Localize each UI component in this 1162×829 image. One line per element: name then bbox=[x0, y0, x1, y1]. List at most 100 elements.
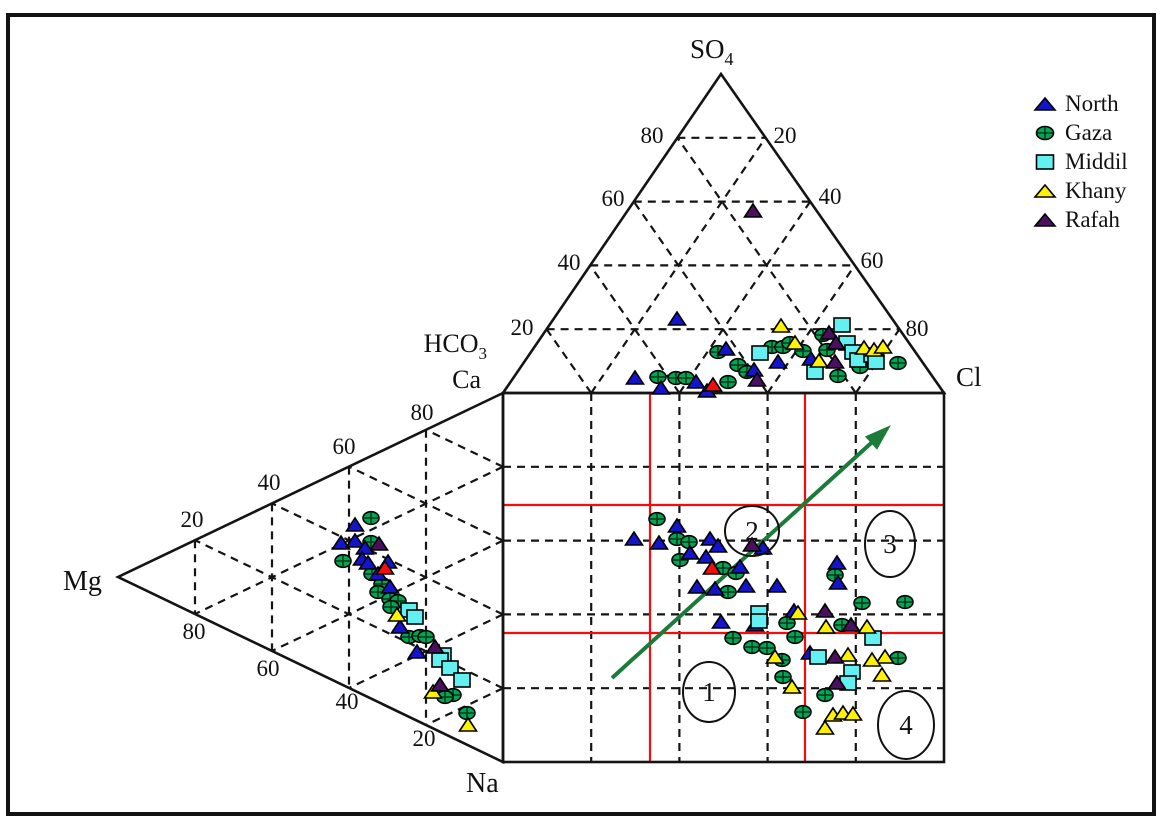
point-khany bbox=[782, 678, 802, 694]
point-rafah bbox=[430, 676, 450, 692]
point-north bbox=[716, 340, 736, 356]
blue-triangle-marker-icon bbox=[1033, 96, 1057, 111]
zone-circle-3 bbox=[864, 510, 916, 578]
legend-label-north: North bbox=[1065, 91, 1119, 116]
point-khany bbox=[816, 618, 836, 634]
point-middil bbox=[833, 317, 851, 333]
point-khany bbox=[785, 334, 805, 350]
point-north bbox=[345, 516, 365, 532]
legend-label-middil: Middil bbox=[1065, 149, 1128, 174]
point-khany bbox=[788, 604, 808, 620]
triangle-marker-shape bbox=[1033, 183, 1057, 198]
point-middil bbox=[867, 354, 885, 370]
point-north bbox=[705, 580, 725, 596]
triangle-marker-shape bbox=[1033, 212, 1057, 227]
square-outline bbox=[501, 391, 946, 764]
tick-label-20: 20 bbox=[511, 315, 534, 340]
grid-line bbox=[194, 465, 504, 615]
point-north bbox=[625, 369, 645, 385]
legend-item-gaza: Gaza bbox=[1032, 118, 1128, 147]
grid-line bbox=[676, 137, 857, 394]
point-khany bbox=[838, 646, 858, 662]
point-rafah bbox=[819, 324, 839, 340]
zone-number-4: 4 bbox=[899, 710, 913, 740]
point-middil bbox=[751, 345, 769, 361]
trend-arrow-head bbox=[864, 425, 891, 450]
axis-label-cl: Cl bbox=[956, 362, 982, 392]
left-ternary-grid bbox=[193, 428, 504, 726]
yellow-triangle-marker-icon bbox=[1033, 183, 1057, 198]
point-rafah bbox=[825, 353, 845, 369]
point-khany bbox=[862, 651, 882, 667]
legend-label-rafah: Rafah bbox=[1065, 207, 1120, 232]
trend-arrow bbox=[610, 425, 891, 680]
point-rafah bbox=[827, 674, 847, 690]
axis-label-so4: SO4 bbox=[690, 34, 734, 69]
tick-label-80: 80 bbox=[641, 123, 664, 148]
point-khany bbox=[843, 705, 863, 721]
point-rafah bbox=[841, 616, 861, 632]
tick-label-60: 60 bbox=[257, 656, 280, 681]
cyan-square-marker-icon bbox=[1035, 154, 1055, 170]
grid-line bbox=[590, 137, 767, 394]
square-grid bbox=[503, 393, 944, 762]
point-north bbox=[358, 554, 378, 570]
point-north bbox=[390, 618, 410, 634]
point-north bbox=[744, 361, 764, 377]
point-north bbox=[667, 310, 687, 326]
legend-item-khany: Khany bbox=[1032, 176, 1128, 205]
point-outlier bbox=[375, 559, 395, 575]
point-khany bbox=[857, 618, 877, 634]
point-north bbox=[624, 530, 644, 546]
point-khany bbox=[765, 648, 785, 664]
tick-label-80: 80 bbox=[411, 400, 434, 425]
axis-label-na: Na bbox=[466, 768, 499, 799]
point-khany bbox=[771, 317, 791, 333]
point-outlier bbox=[702, 559, 722, 575]
zone-circle-2 bbox=[724, 505, 780, 557]
grid-line bbox=[425, 428, 504, 468]
point-rafah bbox=[369, 535, 389, 551]
zone-circle-4 bbox=[877, 690, 935, 760]
green-globe-marker-icon bbox=[1035, 125, 1055, 141]
plot-outlines bbox=[114, 71, 947, 765]
point-rafah bbox=[826, 334, 846, 350]
point-outlier bbox=[703, 376, 723, 392]
point-north bbox=[380, 578, 400, 594]
tick-label-40: 40 bbox=[336, 689, 359, 714]
trend-arrow-shaft bbox=[610, 435, 880, 680]
point-khany bbox=[872, 666, 892, 682]
grid-line bbox=[632, 200, 769, 394]
left-triangle-outline bbox=[114, 390, 505, 765]
point-north bbox=[667, 517, 687, 533]
figure-border bbox=[6, 13, 1156, 816]
point-north bbox=[767, 577, 787, 593]
grid-line bbox=[545, 328, 593, 394]
tick-label-60: 60 bbox=[333, 434, 356, 459]
point-rafah bbox=[825, 648, 845, 664]
legend-item-rafah: Rafah bbox=[1032, 205, 1128, 234]
point-khany bbox=[873, 338, 893, 354]
point-middil bbox=[809, 649, 827, 665]
axis-label-ca: Ca bbox=[452, 365, 481, 394]
square-marker-shape bbox=[1035, 154, 1055, 170]
point-north bbox=[649, 534, 669, 550]
point-rafah bbox=[815, 602, 835, 618]
tick-label-40: 40 bbox=[819, 184, 842, 209]
point-north bbox=[696, 548, 716, 564]
point-khany bbox=[815, 719, 835, 735]
tick-label-40: 40 bbox=[258, 470, 281, 495]
point-north bbox=[686, 373, 706, 389]
point-north bbox=[730, 558, 750, 574]
point-rafah bbox=[742, 536, 762, 552]
tick-label-60: 60 bbox=[861, 248, 884, 273]
point-north bbox=[687, 578, 707, 594]
axis-label-mg: Mg bbox=[63, 566, 102, 597]
point-north bbox=[711, 613, 731, 629]
legend-label-gaza: Gaza bbox=[1065, 120, 1113, 145]
point-north bbox=[651, 379, 671, 395]
